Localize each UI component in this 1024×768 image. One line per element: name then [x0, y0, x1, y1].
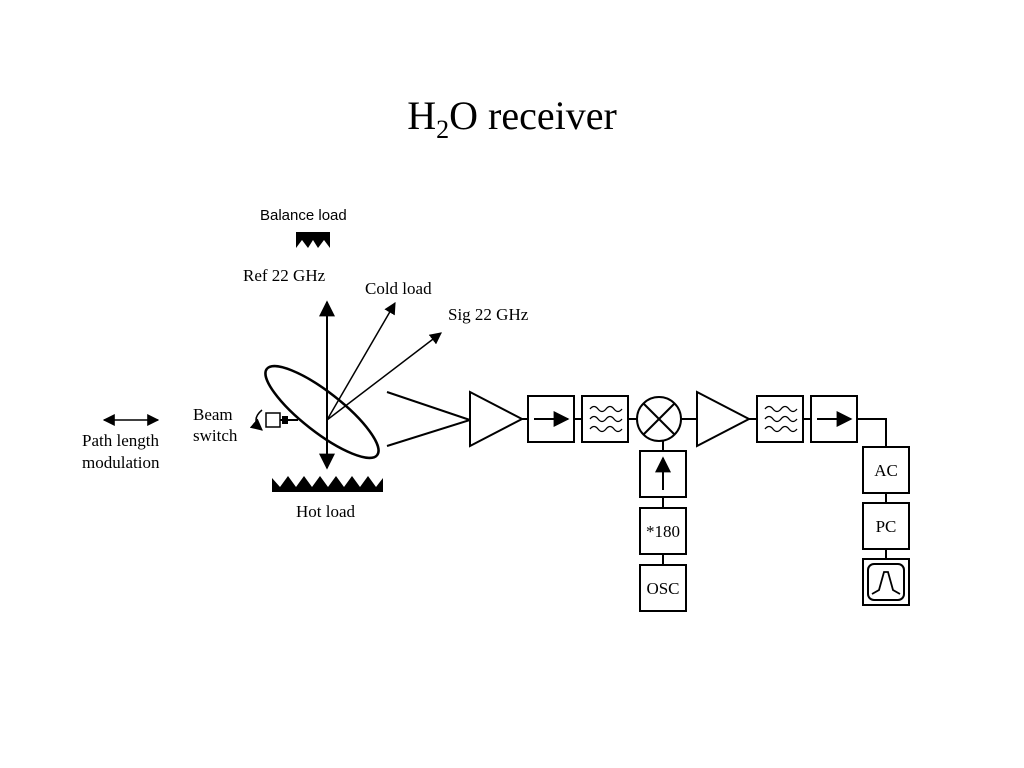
- switch-label: switch: [193, 426, 238, 445]
- amplifier-1: [469, 390, 525, 448]
- bandpass-filter-2: [756, 395, 804, 443]
- amplifier-2: [696, 390, 752, 448]
- beam-switch-motor: [265, 412, 281, 428]
- beam-switch-mirror: [264, 364, 380, 460]
- ac-label: AC: [874, 461, 898, 480]
- cold-load-beam: [326, 301, 396, 421]
- balance-load-icon: [296, 232, 330, 248]
- balance-load-label: Balance load: [260, 207, 347, 224]
- hot-load-label: Hot load: [296, 502, 356, 521]
- multiplier-label: *180: [646, 522, 680, 541]
- path-length-label: Path length: [82, 431, 159, 450]
- multiplier-block: [639, 507, 687, 555]
- filter-icon-1: [589, 405, 623, 433]
- ref-22ghz-label: Ref 22 GHz: [243, 266, 326, 285]
- page-title: H2O receiver: [0, 92, 1024, 145]
- title-h: H: [407, 93, 437, 138]
- pc-label: PC: [876, 517, 897, 536]
- horn-antenna: [386, 391, 474, 447]
- bandpass-filter-1: [581, 395, 629, 443]
- filter-icon-2: [764, 405, 798, 433]
- rotation-icon: [249, 409, 263, 431]
- spectrum-display-icon: [871, 571, 901, 595]
- title-subscript: 2: [436, 115, 450, 145]
- osc-label: OSC: [646, 579, 679, 598]
- modulation-label: modulation: [82, 453, 160, 472]
- sig-beam: [326, 332, 442, 421]
- beam-label: Beam: [193, 405, 233, 424]
- oscillator-block: [639, 564, 687, 612]
- sig-22ghz-label: Sig 22 GHz: [448, 305, 529, 324]
- title-rest: O receiver: [449, 93, 617, 138]
- hot-load-icon: [272, 476, 383, 492]
- cold-load-label: Cold load: [365, 279, 432, 298]
